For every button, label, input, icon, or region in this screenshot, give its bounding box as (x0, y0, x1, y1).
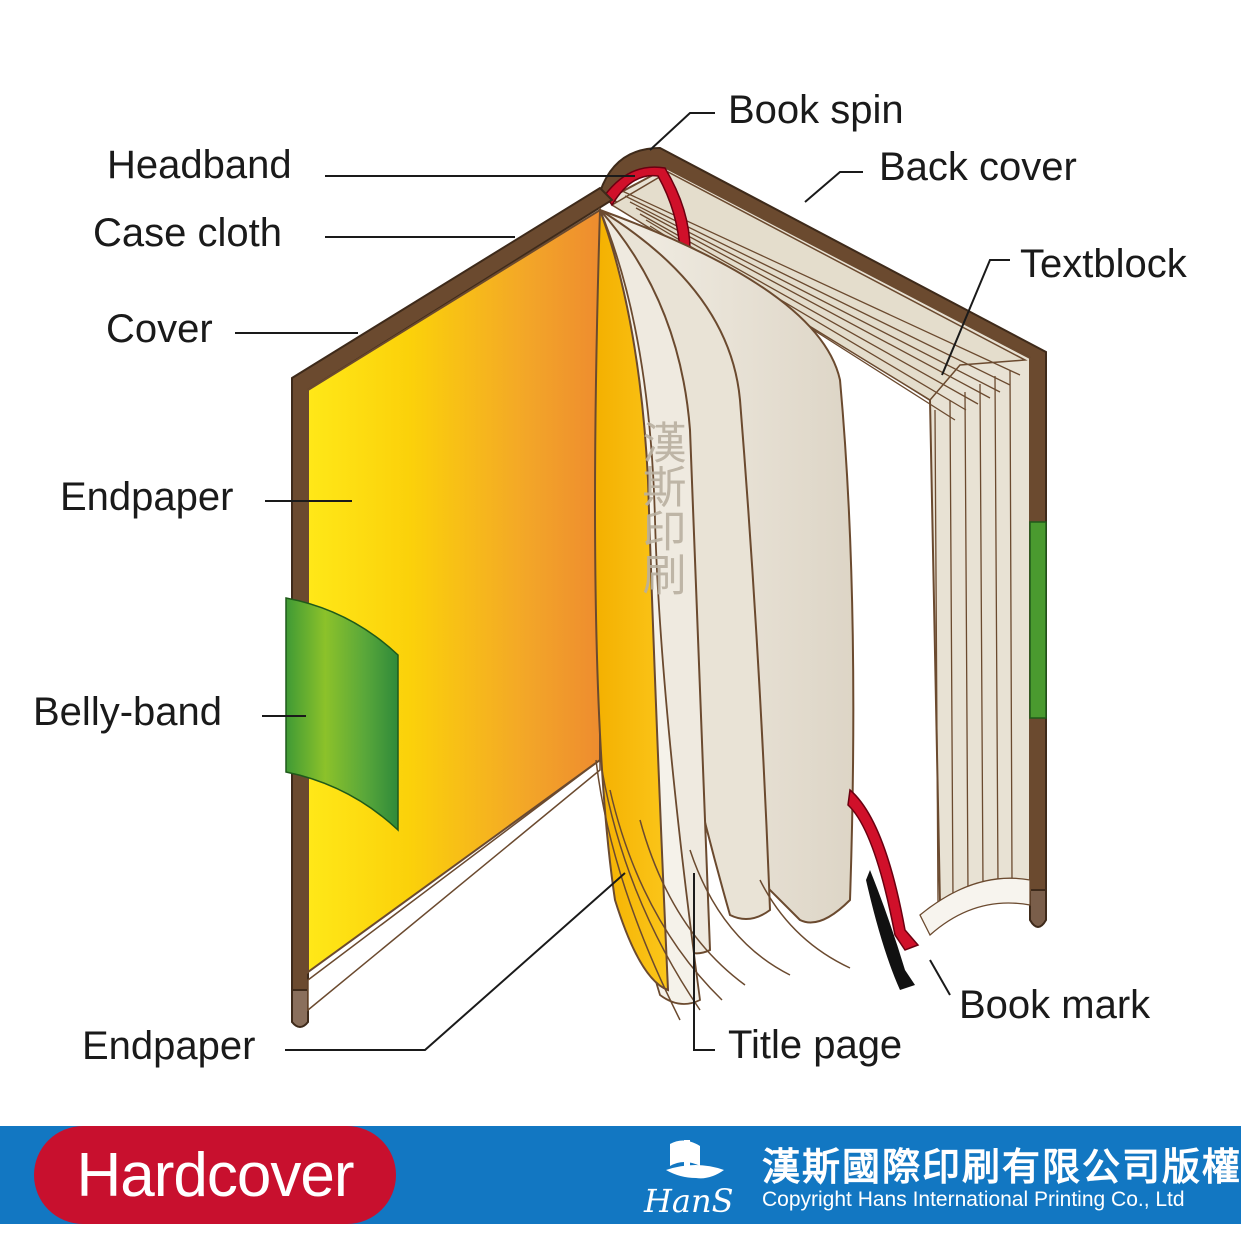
label-book-spin: Book spin (728, 88, 904, 132)
label-endpaper-back: Endpaper (82, 1024, 255, 1068)
textblock (608, 166, 1031, 937)
label-endpaper-front: Endpaper (60, 475, 233, 519)
bookmark-ribbon-black (866, 870, 915, 990)
label-headband: Headband (107, 143, 292, 187)
label-cover: Cover (106, 307, 213, 351)
company-name-chinese: 漢斯國際印刷有限公司版權 (762, 1145, 1241, 1189)
bookmark-ribbon-red (847, 788, 920, 951)
label-textblock: Textblock (1020, 242, 1188, 286)
belly-band-back-strip (1029, 521, 1047, 719)
label-case-cloth: Case cloth (93, 211, 282, 255)
belly-band (285, 597, 399, 832)
label-title-page: Title page (728, 1023, 902, 1067)
label-belly-band: Belly-band (33, 690, 222, 734)
hans-logo-icon: HanS (643, 1140, 734, 1218)
badge-label: Hardcover (76, 1140, 355, 1210)
hardcover-badge: Hardcover (34, 1126, 396, 1224)
label-back-cover: Back cover (879, 145, 1077, 189)
company-copyright-english: Copyright Hans International Printing Co… (762, 1188, 1185, 1211)
leader-lines (235, 112, 1010, 1051)
label-book-mark: Book mark (959, 983, 1151, 1027)
front-endpaper (307, 208, 601, 974)
title-page-vertical-text: 漢斯印刷 (635, 420, 686, 596)
logo-text: HanS (643, 1182, 734, 1218)
fanned-pages: 漢斯印刷 (594, 207, 855, 1021)
